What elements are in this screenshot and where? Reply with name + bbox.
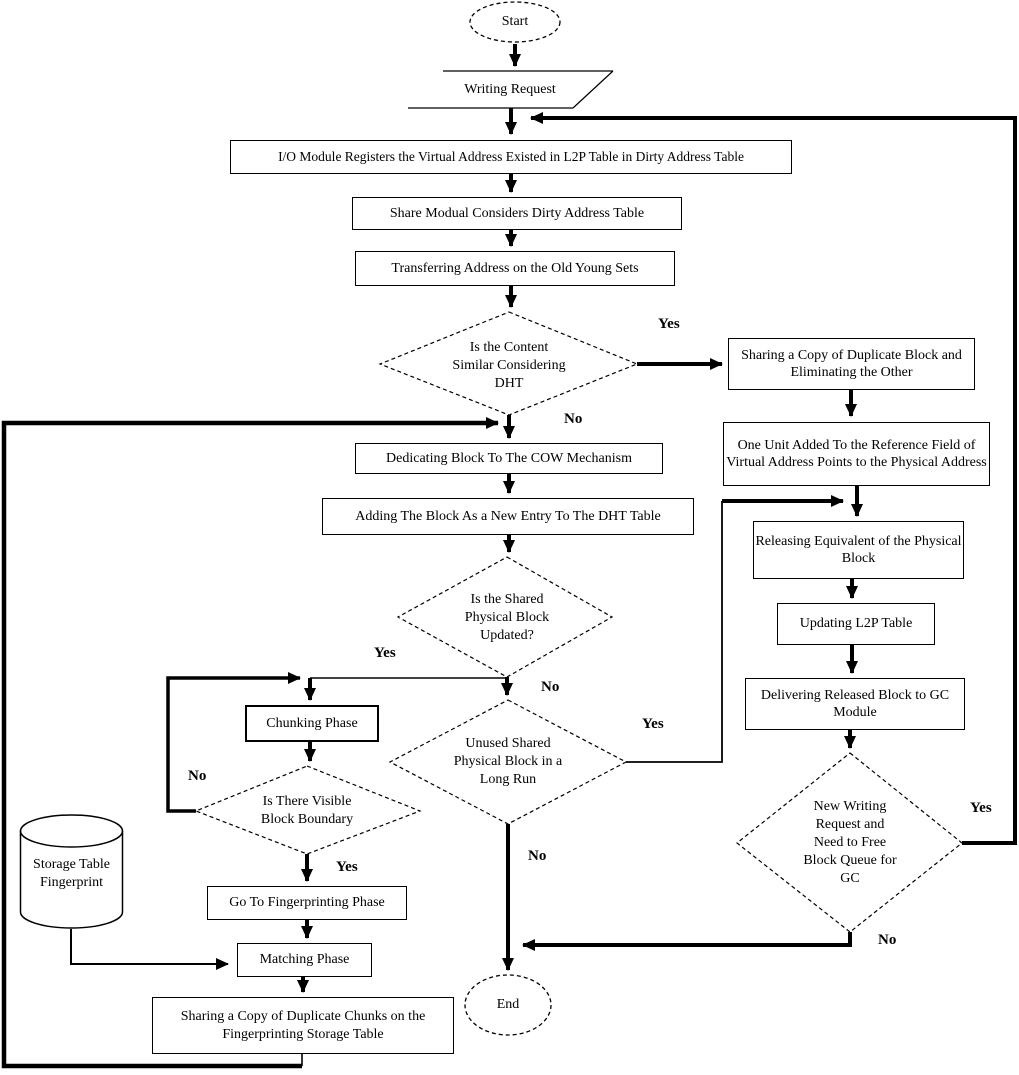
node-end: End <box>465 990 551 1020</box>
diamond-new-writing-request <box>736 752 963 933</box>
label-visible-boundary-no: No <box>188 768 207 784</box>
node-chunking-phase: Chunking Phase <box>245 705 379 742</box>
writing-request-parallelogram <box>408 70 614 109</box>
node-go-fingerprinting: Go To Fingerprinting Phase <box>207 886 407 920</box>
diamond-visible-boundary <box>194 765 422 855</box>
node-share-module: Share Modual Considers Dirty Address Tab… <box>352 197 682 230</box>
node-releasing-equivalent: Releasing Equivalent of the Physical Blo… <box>753 521 964 579</box>
end-label: End <box>496 997 520 1013</box>
label-content-similar-no: No <box>564 411 583 427</box>
label-unused-shared-yes: Yes <box>642 716 664 732</box>
label-unused-shared-no: No <box>528 848 547 864</box>
node-delivering-gc: Delivering Released Block to GC Module <box>745 678 965 730</box>
node-sharing-duplicate-chunks: Sharing a Copy of Duplicate Chunks on th… <box>152 997 454 1054</box>
node-updating-l2p: Updating L2P Table <box>777 603 935 645</box>
node-writing-request: Writing Request <box>428 78 592 102</box>
node-visible-boundary: Is There Visible Block Boundary <box>260 794 354 827</box>
node-start: Start <box>470 8 560 36</box>
start-label: Start <box>501 14 529 30</box>
storage-cylinder <box>19 831 124 929</box>
node-adding-dht: Adding The Block As a New Entry To The D… <box>322 498 694 535</box>
node-shared-block-updated: Is the Shared Physical Block Updated? <box>464 592 550 643</box>
start-ellipse <box>469 1 561 43</box>
node-sharing-duplicate-block: Sharing a Copy of Duplicate Block and El… <box>728 338 975 390</box>
writing-request-label: Writing Request <box>464 82 556 98</box>
node-matching-phase: Matching Phase <box>237 943 372 977</box>
end-ellipse <box>464 974 552 1036</box>
node-transferring: Transferring Address on the Old Young Se… <box>355 251 675 286</box>
node-one-unit-added: One Unit Added To the Reference Field of… <box>723 422 990 486</box>
label-shared-updated-yes: Yes <box>374 645 396 661</box>
node-content-similar: Is the Content Similar Considering DHT <box>452 340 566 391</box>
label-new-writing-no: No <box>878 932 897 948</box>
label-new-writing-yes: Yes <box>970 800 992 816</box>
node-dedicating-cow: Dedicating Block To The COW Mechanism <box>355 443 663 474</box>
node-storage-table: Storage Table Fingerprint <box>33 857 110 890</box>
node-unused-shared: Unused Shared Physical Block in a Long R… <box>453 736 563 787</box>
node-new-writing-request: New Writing Request and Need to Free Blo… <box>803 799 897 886</box>
label-visible-boundary-yes: Yes <box>336 859 358 875</box>
label-content-similar-yes: Yes <box>658 316 680 332</box>
node-io-module: I/O Module Registers the Virtual Address… <box>230 140 792 174</box>
label-shared-updated-no: No <box>541 679 560 695</box>
